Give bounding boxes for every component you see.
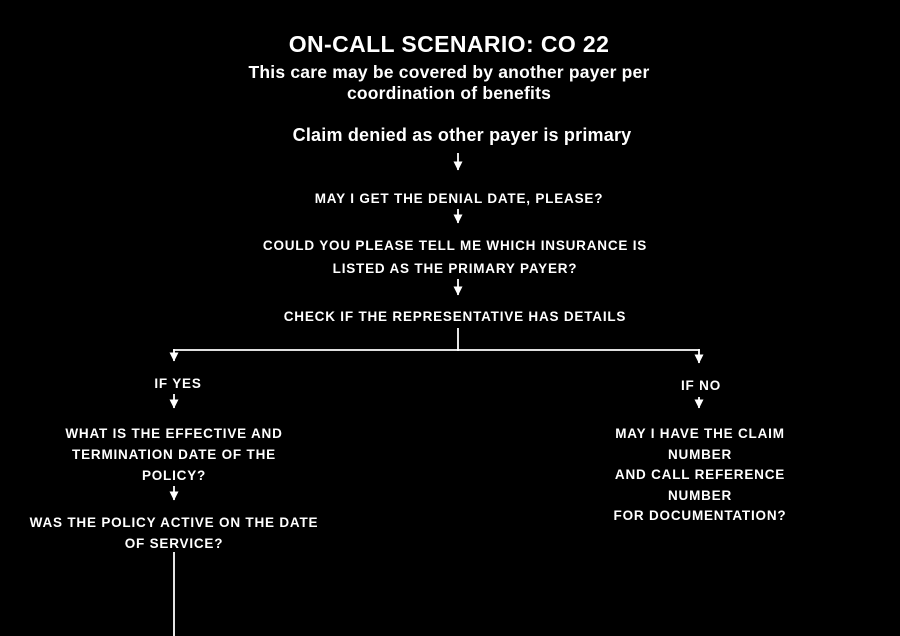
page-subtitle: This care may be covered by another paye… [248,62,650,103]
branch-label-if-yes: IF YES [154,376,202,391]
node-ask-claim-reference: MAY I HAVE THE CLAIM NUMBER AND CALL REF… [613,426,787,523]
node-check-rep-details: CHECK IF THE REPRESENTATIVE HAS DETAILS [283,309,627,324]
node-ask-primary-payer: COULD YOU PLEASE TELL ME WHICH INSURANCE… [262,238,648,276]
node-ask-denial-date: MAY I GET THE DENIAL DATE, PLEASE? [314,191,604,206]
node-claim-denied: Claim denied as other payer is primary [292,125,632,145]
node-ask-policy-dates: WHAT IS THE EFFECTIVE AND TERMINATION DA… [65,426,283,483]
page-title: ON-CALL SCENARIO: CO 22 [288,31,610,57]
branch-label-if-no: IF NO [681,378,721,393]
node-ask-policy-active: WAS THE POLICY ACTIVE ON THE DATE OF SER… [29,515,319,551]
